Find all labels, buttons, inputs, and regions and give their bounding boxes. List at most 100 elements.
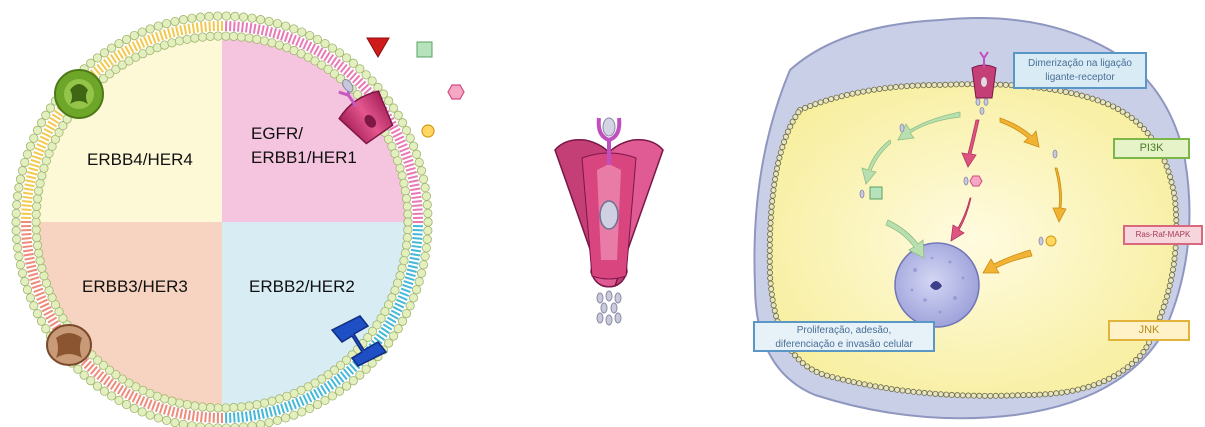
membrane-bead: [229, 32, 237, 40]
membrane-bead: [1032, 392, 1037, 397]
membrane-bead: [819, 371, 824, 376]
membrane-bead: [921, 83, 926, 88]
membrane-bead: [1058, 88, 1063, 93]
membrane-lipid: [176, 408, 178, 418]
membrane-bead: [107, 44, 115, 52]
membrane-bead: [179, 15, 187, 23]
membrane-lipid: [24, 188, 34, 190]
membrane-bead: [423, 201, 431, 209]
membrane-bead: [37, 317, 45, 325]
membrane-lipid: [398, 296, 407, 300]
membrane-bead: [809, 367, 814, 372]
membrane-lipid: [409, 180, 419, 182]
membrane-bead: [1111, 374, 1116, 379]
membrane-bead: [335, 387, 343, 395]
membrane-bead: [965, 82, 970, 87]
membrane-bead: [1159, 310, 1164, 315]
membrane-bead: [13, 192, 21, 200]
membrane-bead: [1091, 382, 1096, 387]
dimerized-receptor-icon: [555, 118, 663, 325]
membrane-lipid: [404, 281, 414, 284]
membrane-lipid: [391, 310, 400, 315]
membrane-lipid: [281, 404, 284, 414]
membrane-bead: [1116, 371, 1121, 376]
membrane-bead: [321, 39, 329, 47]
membrane-lipid: [44, 129, 53, 134]
membrane-lipid: [188, 24, 190, 34]
membrane-bead: [780, 145, 785, 150]
erbb3-label: ERBB3/HER3: [82, 277, 188, 296]
membrane-bead: [1079, 93, 1084, 98]
membrane-bead: [42, 111, 50, 119]
membrane-bead: [260, 37, 268, 45]
membrane-bead: [403, 233, 411, 241]
membrane-lipid: [40, 303, 49, 307]
membrane-bead: [1026, 392, 1031, 397]
membrane-lipid: [193, 23, 194, 33]
membrane-bead: [237, 33, 245, 41]
membrane-lipid: [32, 285, 41, 288]
membrane-bead: [321, 396, 329, 404]
proliferation-label: Proliferação, adesão, diferenciação e in…: [753, 321, 935, 352]
membrane-lipid: [393, 133, 402, 137]
membrane-bead: [12, 209, 20, 217]
membrane-lipid: [34, 152, 43, 155]
membrane-lipid: [160, 31, 163, 41]
membrane-lipid: [21, 209, 31, 210]
membrane-lipid: [407, 269, 417, 271]
membrane-bead: [768, 275, 773, 280]
membrane-bead: [424, 209, 432, 217]
membrane-bead: [927, 391, 932, 396]
membrane-lipid: [411, 250, 421, 251]
hexagon-ligand-icon: [448, 85, 464, 99]
membrane-lipid: [395, 303, 404, 307]
membrane-bead: [36, 179, 44, 187]
membrane-bead: [146, 411, 154, 419]
membrane-bead: [394, 111, 402, 119]
membrane-bead: [823, 98, 828, 103]
membrane-bead: [866, 88, 871, 93]
membrane-lipid: [22, 205, 32, 206]
membrane-bead: [1173, 251, 1178, 256]
membrane-bead: [932, 82, 937, 87]
membrane-lipid: [238, 22, 239, 32]
membrane-lipid: [296, 398, 300, 407]
membrane-bead: [770, 199, 775, 204]
membrane-bead: [767, 231, 772, 236]
membrane-bead: [138, 408, 146, 416]
membrane-lipid: [413, 234, 423, 235]
membrane-lipid: [234, 21, 235, 31]
membrane-bead: [417, 167, 425, 175]
membrane-bead: [1161, 304, 1166, 309]
membrane-bead: [884, 386, 889, 391]
membrane-bead: [206, 403, 214, 411]
membrane-lipid: [42, 133, 51, 137]
membrane-bead: [265, 17, 273, 25]
membrane-bead: [162, 416, 170, 424]
membrane-bead: [245, 34, 253, 42]
membrane-lipid: [122, 48, 127, 57]
membrane-bead: [1063, 89, 1068, 94]
membrane-bead: [409, 142, 417, 150]
membrane-lipid: [156, 402, 159, 411]
membrane-bead: [231, 423, 239, 427]
membrane-bead: [781, 139, 786, 144]
membrane-bead: [768, 226, 773, 231]
membrane-bead: [855, 90, 860, 95]
membrane-bead: [1105, 102, 1110, 107]
membrane-bead: [13, 201, 21, 209]
membrane-bead: [938, 392, 943, 397]
membrane-lipid: [250, 411, 251, 421]
membrane-lipid: [152, 401, 155, 410]
membrane-lipid: [246, 23, 247, 33]
membrane-bead: [814, 369, 819, 374]
membrane-bead: [422, 244, 430, 252]
membrane-bead: [415, 158, 423, 166]
membrane-bead: [982, 393, 987, 398]
membrane-bead: [1172, 196, 1177, 201]
membrane-bead: [904, 84, 909, 89]
membrane-bead: [1115, 106, 1120, 111]
membrane-lipid: [250, 23, 251, 33]
membrane-lipid: [411, 246, 421, 247]
membrane-bead: [32, 226, 40, 234]
